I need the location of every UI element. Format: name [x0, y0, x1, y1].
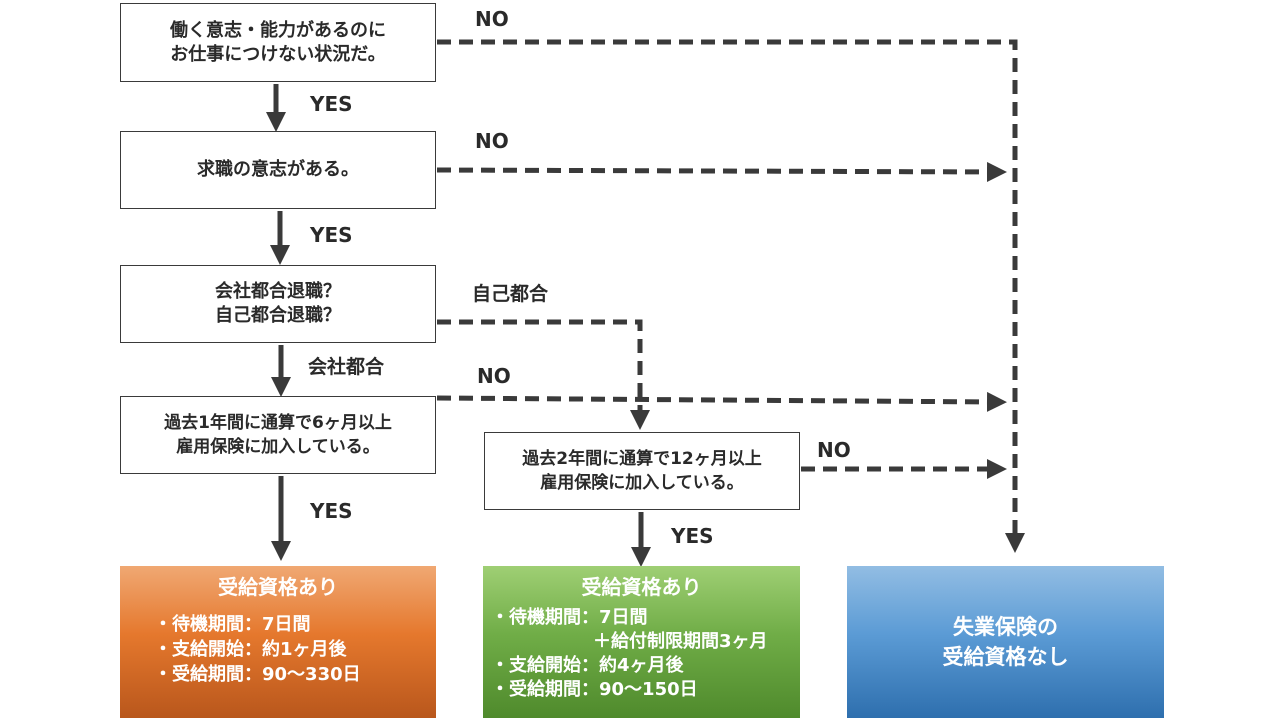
result-eligible-self-reason-title: 受給資格あり — [581, 575, 702, 599]
edge-label-q4-yes: YES — [310, 499, 353, 523]
edge-label-q5-no: NO — [817, 438, 851, 462]
edge-label-q2-no: NO — [475, 129, 509, 153]
result-eligible-self-reason: 受給資格あり ・待機期間：7日間 ＋給付制限期間3ヶ月 ・支給開始：約4ヶ月後 … — [483, 566, 800, 718]
edge-label-q4-no: NO — [477, 364, 511, 388]
question-resignation-type-line1: 会社都合退職？ — [215, 281, 341, 302]
waiting-period-line: ・待機期間：7日間 — [154, 614, 311, 635]
benefit-period-line: ・受給期間：90〜330日 — [154, 664, 361, 685]
benefit-restriction-line: ＋給付制限期間3ヶ月 — [593, 631, 768, 652]
question-insured-2-years-line2: 雇用保険に加入している。 — [540, 473, 744, 493]
edge-label-q3-self: 自己都合 — [472, 283, 549, 305]
question-resignation-type-line2: 自己都合退職？ — [215, 305, 341, 326]
benefit-period-line: ・受給期間：90〜150日 — [491, 679, 698, 700]
question-insured-1-year: 過去1年間に通算で6ヶ月以上 雇用保険に加入している。 — [120, 396, 436, 474]
edge-q4-no — [436, 391, 1007, 412]
question-resignation-type: 会社都合退職？ 自己都合退職？ — [120, 265, 436, 343]
question-insured-2-years: 過去2年間に通算で12ヶ月以上 雇用保険に加入している。 — [484, 432, 800, 510]
question-insured-1-year-line2: 雇用保険に加入している。 — [176, 437, 380, 457]
edge-label-q1-yes: YES — [310, 92, 353, 116]
payment-start-line: ・支給開始：約1ヶ月後 — [154, 639, 347, 660]
edge-label-q5-yes: YES — [671, 524, 714, 548]
question-job-seeking-line1: 求職の意志がある。 — [197, 159, 359, 180]
edge-label-q2-yes: YES — [310, 223, 353, 247]
result-eligible-company-reason-title: 受給資格あり — [218, 575, 338, 599]
question-can-work-line1: 働く意志・能力があるのに — [170, 19, 386, 41]
question-insured-2-years-line1: 過去2年間に通算で12ヶ月以上 — [522, 449, 762, 469]
result-not-eligible-line1: 失業保険の — [953, 615, 1058, 639]
question-can-work-line2: お仕事につけない状況だ。 — [170, 43, 386, 65]
question-job-seeking: 求職の意志がある。 — [120, 131, 436, 209]
edge-label-q3-company: 会社都合 — [308, 356, 385, 378]
result-not-eligible: 失業保険の 受給資格なし — [847, 566, 1164, 718]
edge-q3-self — [437, 319, 650, 430]
edge-q2-no — [436, 161, 1007, 182]
question-insured-1-year-line1: 過去1年間に通算で6ヶ月以上 — [164, 413, 392, 433]
result-eligible-company-reason: 受給資格あり ・待機期間：7日間 ・支給開始：約1ヶ月後 ・受給期間：90〜33… — [120, 566, 436, 718]
edge-label-q1-no: NO — [475, 7, 509, 31]
payment-start-line: ・支給開始：約4ヶ月後 — [491, 655, 684, 676]
waiting-period-line: ・待機期間：7日間 — [491, 607, 648, 628]
edge-q1-no — [437, 39, 1025, 553]
result-not-eligible-line2: 受給資格なし — [942, 645, 1069, 669]
question-can-work: 働く意志・能力があるのに お仕事につけない状況だ。 — [120, 3, 436, 82]
